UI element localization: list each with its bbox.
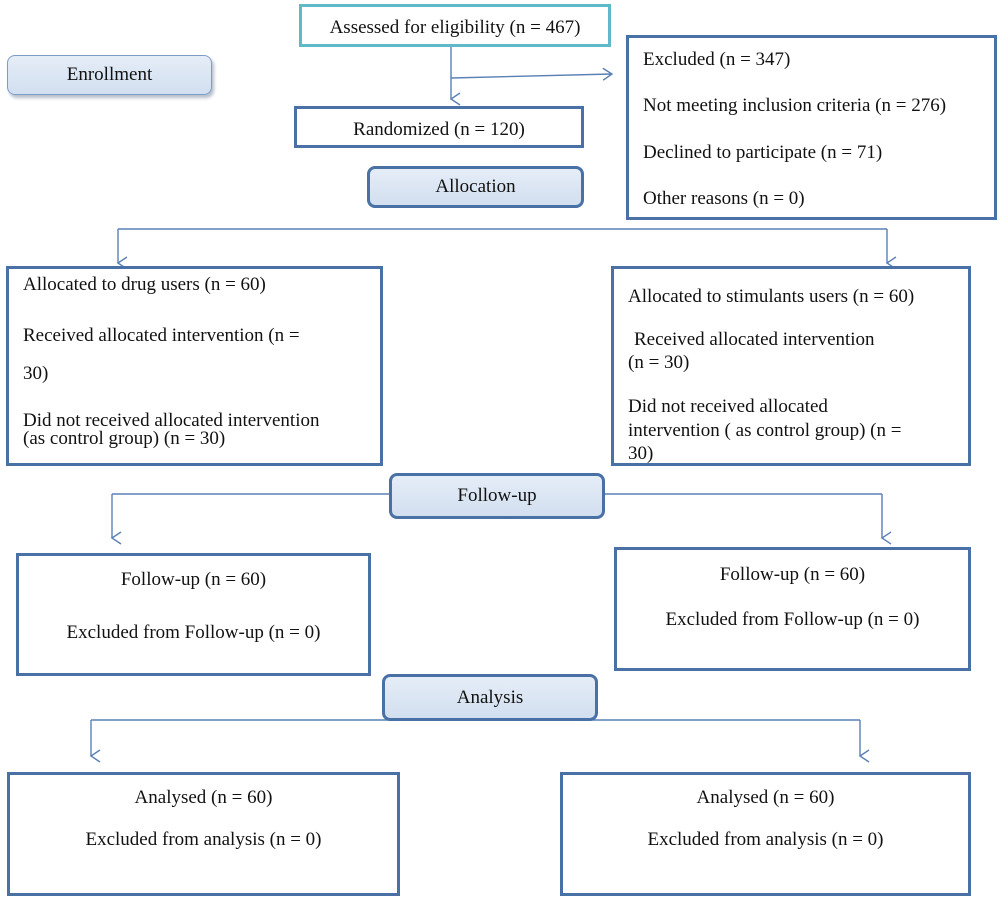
excluded-declined: Declined to participate (n = 71) bbox=[643, 142, 883, 163]
left-followup-box: Follow-up (n = 60) Excluded from Follow-… bbox=[16, 553, 371, 676]
excluded-not-meeting: Not meeting inclusion criteria (n = 276) bbox=[643, 95, 947, 116]
right-alloc-not-received-3: 30) bbox=[628, 443, 654, 464]
left-alloc-title: Allocated to drug users (n = 60) bbox=[23, 274, 266, 295]
left-alloc-not-received-2: (as control group) (n = 30) bbox=[23, 428, 226, 449]
right-followup-box: Follow-up (n = 60) Excluded from Follow-… bbox=[614, 547, 971, 671]
right-allocation-box: Allocated to stimulants users (n = 60) R… bbox=[611, 266, 971, 466]
left-analysis-box: Analysed (n = 60) Excluded from analysis… bbox=[7, 772, 400, 896]
allocation-text: Allocation bbox=[435, 176, 516, 197]
left-followup-title: Follow-up (n = 60) bbox=[120, 569, 267, 590]
left-alloc-received-2: 30) bbox=[23, 363, 49, 384]
assessed-text: Assessed for eligibility (n = 467) bbox=[329, 17, 581, 38]
analysis-stage-text: Analysis bbox=[456, 686, 524, 708]
left-alloc-received-1: Received allocated intervention (n = bbox=[23, 325, 300, 346]
analysis-label: Analysis bbox=[382, 674, 598, 721]
right-alloc-received-2: (n = 30) bbox=[628, 352, 690, 373]
followup-stage-text: Follow-up bbox=[457, 485, 537, 506]
left-analysis-title: Analysed (n = 60) bbox=[134, 787, 273, 808]
randomized-box: Randomized (n = 120) bbox=[294, 106, 584, 148]
excluded-other: Other reasons (n = 0) bbox=[643, 188, 805, 209]
arrow-to-excluded bbox=[450, 67, 614, 81]
right-alloc-not-received-2: intervention ( as control group) (n = bbox=[628, 420, 902, 441]
allocation-label: Allocation bbox=[367, 166, 584, 208]
left-analysis-excluded: Excluded from analysis (n = 0) bbox=[85, 829, 322, 850]
left-followup-excluded: Excluded from Follow-up (n = 0) bbox=[66, 622, 321, 643]
right-analysis-box: Analysed (n = 60) Excluded from analysis… bbox=[560, 772, 971, 896]
right-alloc-not-received-1: Did not received allocated bbox=[628, 396, 828, 417]
excluded-title: Excluded (n = 347) bbox=[643, 49, 791, 70]
left-allocation-box: Allocated to drug users (n = 60) Receive… bbox=[6, 266, 383, 466]
right-followup-excluded: Excluded from Follow-up (n = 0) bbox=[665, 609, 920, 630]
enrollment-text: Enrollment bbox=[66, 64, 153, 85]
assessed-box: Assessed for eligibility (n = 467) bbox=[299, 4, 611, 47]
right-alloc-received-1: Received allocated intervention bbox=[634, 329, 875, 350]
right-alloc-title: Allocated to stimulants users (n = 60) bbox=[628, 286, 915, 307]
left-alloc-not-received-1: Did not received allocated intervention bbox=[23, 410, 320, 431]
randomized-text: Randomized (n = 120) bbox=[353, 119, 525, 140]
right-analysis-excluded: Excluded from analysis (n = 0) bbox=[647, 829, 884, 850]
excluded-box: Excluded (n = 347) Not meeting inclusion… bbox=[626, 35, 997, 220]
right-analysis-title: Analysed (n = 60) bbox=[696, 787, 835, 808]
followup-label: Follow-up bbox=[389, 473, 605, 519]
right-followup-title: Follow-up (n = 60) bbox=[719, 564, 866, 585]
enrollment-label: Enrollment bbox=[7, 55, 212, 95]
